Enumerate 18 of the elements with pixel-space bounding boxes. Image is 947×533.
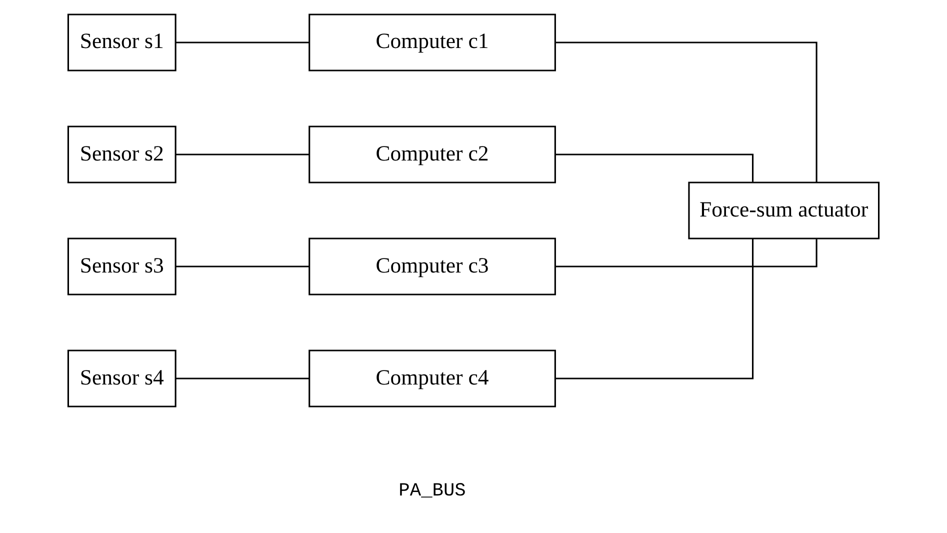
label: PA_BUS (398, 479, 466, 502)
node-box: Computer c3 (308, 238, 556, 296)
node-box: Sensor s4 (67, 350, 176, 408)
node-box: Sensor s3 (67, 238, 176, 296)
connector (555, 239, 754, 380)
connector (555, 239, 818, 268)
connector (176, 266, 310, 268)
node-box: Computer c1 (308, 14, 556, 72)
connector (555, 42, 818, 182)
node-box: Sensor s2 (67, 126, 176, 184)
connector (176, 154, 310, 156)
connector (176, 42, 310, 44)
connector (176, 378, 310, 380)
node-box: Force-sum actuator (688, 182, 880, 240)
connector (555, 154, 754, 182)
node-box: Sensor s1 (67, 14, 176, 72)
node-box: Computer c4 (308, 350, 556, 408)
node-box: Computer c2 (308, 126, 556, 184)
